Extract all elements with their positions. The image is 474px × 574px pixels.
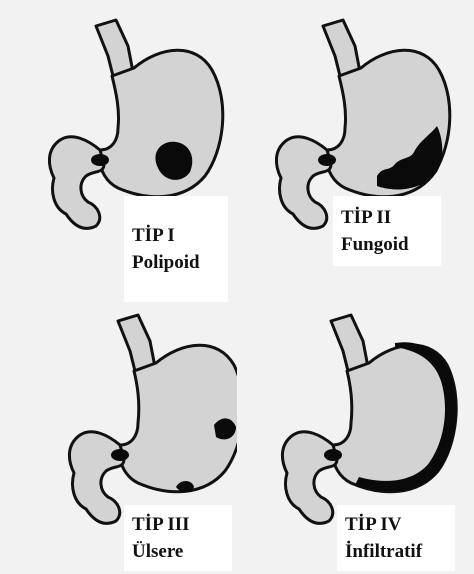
panel-type-3: TİP III Ülsere [0, 287, 237, 574]
type-name-label: İnfiltratif [345, 538, 422, 565]
stomach-body [100, 50, 223, 196]
type-label: TİP III [132, 511, 190, 538]
type-name-label: Fungoid [341, 231, 409, 258]
pylorus [111, 449, 129, 461]
pylorus [318, 154, 336, 166]
duodenum [49, 137, 104, 229]
label-box-type-4: TİP IV İnfiltratif [337, 505, 455, 571]
label-box-type-2: TİP II Fungoid [333, 196, 441, 266]
duodenum [282, 432, 337, 524]
panel-type-2: TİP II Fungoid [237, 0, 474, 287]
duodenum [276, 137, 331, 229]
panel-type-4: TİP IV İnfiltratif [237, 287, 474, 574]
type-label: TİP IV [345, 511, 402, 538]
type-name-label: Polipoid [132, 249, 200, 276]
duodenum [69, 432, 124, 524]
panel-type-1: TİP I Polipoid [0, 0, 237, 287]
type-label: TİP I [132, 222, 175, 249]
pylorus [324, 449, 342, 461]
pylorus [91, 154, 109, 166]
type-name-label: Ülsere [132, 538, 183, 565]
type-label: TİP II [341, 204, 391, 231]
label-box-type-3: TİP III Ülsere [124, 505, 232, 571]
